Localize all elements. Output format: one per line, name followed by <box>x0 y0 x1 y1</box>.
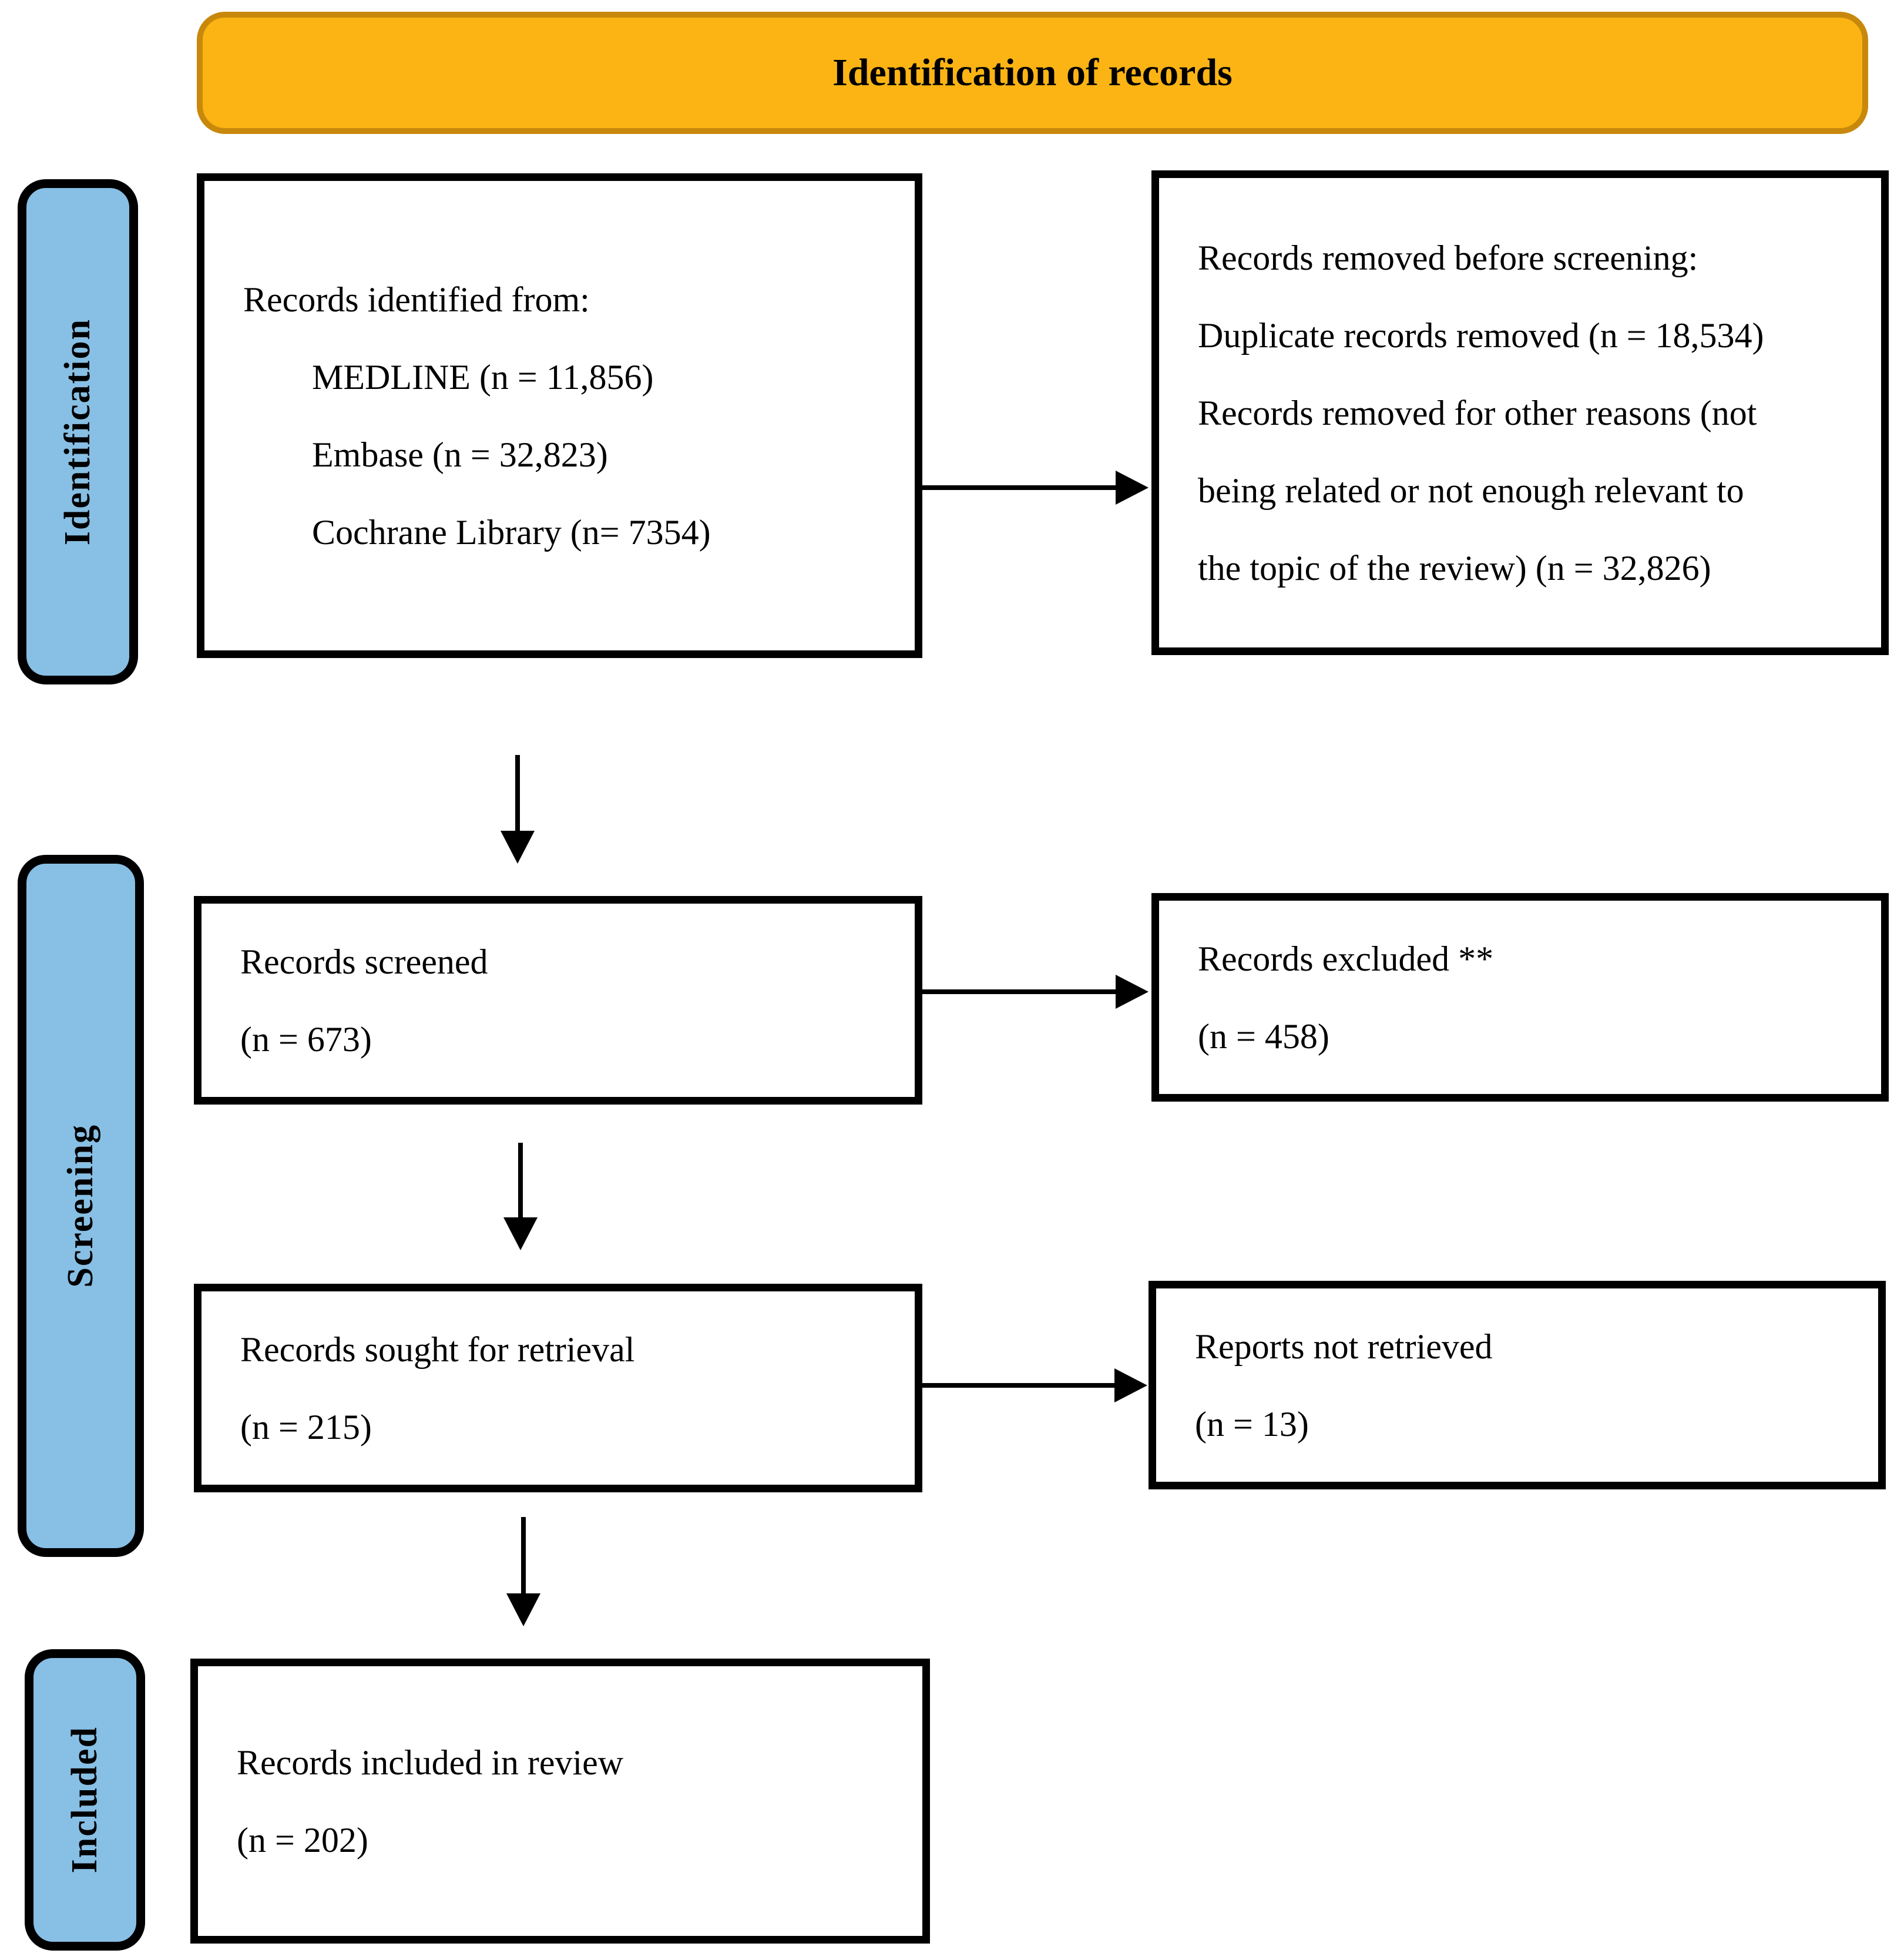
arrowhead-sought-to-included <box>506 1593 540 1626</box>
box-line: (n = 673) <box>240 1019 372 1059</box>
arrow-screened-to-excluded <box>922 989 1116 994</box>
arrowhead-identified-to-screened <box>501 831 535 864</box>
box-records-included-in-review: Records included in review (n = 202) <box>190 1659 930 1944</box>
box-line: Records sought for retrieval <box>240 1330 635 1369</box>
box-line: being related or not enough relevant to <box>1198 471 1744 510</box>
box-line: the topic of the review) (n = 32,826) <box>1198 548 1711 588</box>
arrow-identified-to-screened <box>515 755 520 832</box>
banner-title: Identification of records <box>832 51 1233 94</box>
arrow-screened-to-sought <box>518 1143 523 1219</box>
box-line: (n = 13) <box>1195 1404 1309 1444</box>
arrowhead-screened-to-sought <box>503 1217 538 1250</box>
box-line: Records excluded ** <box>1198 939 1494 978</box>
stage-label-screening-text: Screening <box>61 1124 100 1288</box>
box-line: Embase (n = 32,823) <box>312 435 608 474</box>
box-line: Records removed for other reasons (not <box>1198 393 1757 432</box>
arrowhead-sought-to-not-retrieved <box>1114 1368 1147 1402</box>
box-records-identified: Records identified from: MEDLINE (n = 11… <box>197 173 922 658</box>
banner-identification-of-records: Identification of records <box>197 12 1868 134</box>
box-line: Cochrane Library (n= 7354) <box>312 512 711 552</box>
box-reports-not-retrieved: Reports not retrieved (n = 13) <box>1149 1281 1886 1489</box>
box-line: Duplicate records removed (n = 18,534) <box>1198 316 1764 355</box>
stage-label-screening: Screening <box>18 855 144 1557</box>
stage-label-identification: Identification <box>18 179 138 684</box>
box-line: Records removed before screening: <box>1198 238 1698 277</box>
box-records-excluded: Records excluded ** (n = 458) <box>1151 893 1889 1102</box>
box-records-screened: Records screened (n = 673) <box>194 896 922 1105</box>
arrow-sought-to-not-retrieved <box>922 1383 1114 1388</box>
arrow-sought-to-included <box>521 1517 526 1595</box>
box-line: Records identified from: <box>243 280 590 319</box>
box-line: Records included in review <box>237 1743 624 1782</box>
box-records-sought-for-retrieval: Records sought for retrieval (n = 215) <box>194 1284 922 1492</box>
box-line: MEDLINE (n = 11,856) <box>312 357 654 397</box>
stage-label-included-text: Included <box>65 1726 105 1874</box>
arrow-identified-to-removed <box>922 485 1116 490</box>
box-records-removed-before-screening: Records removed before screening: Duplic… <box>1151 170 1889 655</box>
box-line: Records screened <box>240 942 488 981</box>
box-line: (n = 458) <box>1198 1016 1329 1056</box>
stage-label-included: Included <box>25 1649 145 1951</box>
box-line: (n = 202) <box>237 1820 368 1860</box>
arrowhead-screened-to-excluded <box>1116 975 1149 1009</box>
stage-label-identification-text: Identification <box>58 318 98 546</box>
box-line: Reports not retrieved <box>1195 1327 1493 1366</box>
arrowhead-identified-to-removed <box>1116 471 1149 505</box>
box-line: (n = 215) <box>240 1407 372 1446</box>
